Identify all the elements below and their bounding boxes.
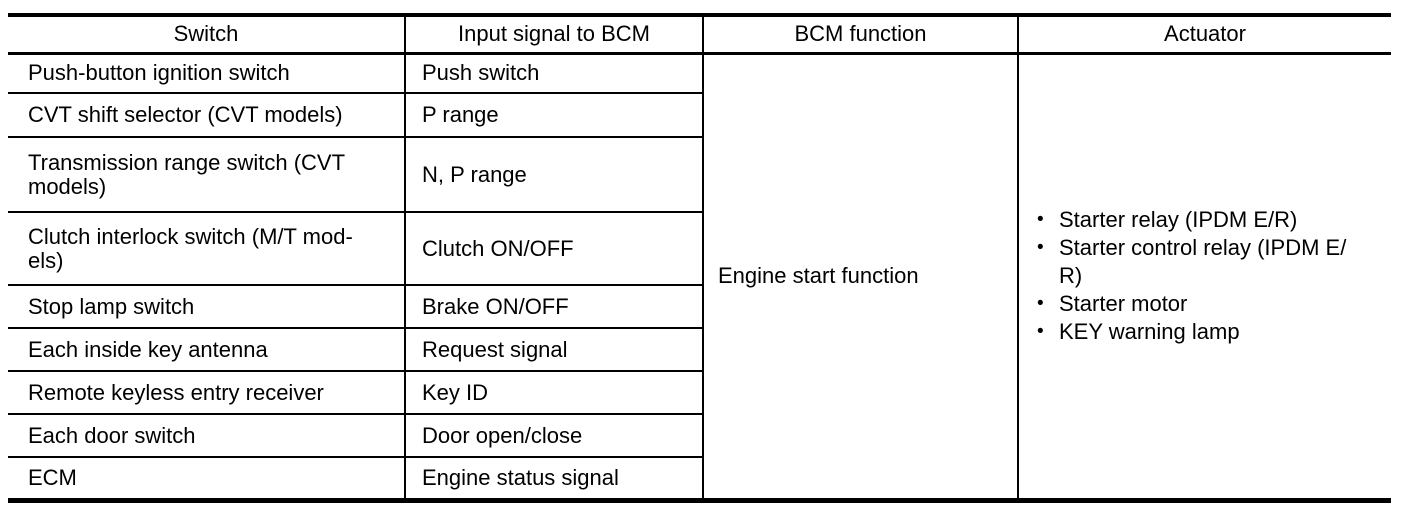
cell-input-signal: Key ID <box>405 371 704 415</box>
actuator-list-item: • Starter control relay (IPDM E/ R) <box>1037 234 1385 290</box>
table-row: ECM Engine status signal <box>8 457 1391 501</box>
cell-input-signal: Engine status signal <box>405 457 704 501</box>
actuator-item-label: Starter relay (IPDM E/R) <box>1059 207 1298 232</box>
table-row: Each inside key antenna Request signal <box>8 328 1391 372</box>
table-row: Remote keyless entry receiver Key ID <box>8 371 1391 415</box>
table-row: Transmission range switch (CVT models) N… <box>8 137 1391 213</box>
actuator-list-item: • Starter relay (IPDM E/R) <box>1037 206 1385 234</box>
cell-actuator: • Starter relay (IPDM E/R) • Starter con… <box>1018 53 1391 500</box>
cell-input-signal: N, P range <box>405 137 704 213</box>
cell-switch: CVT shift selector (CVT models) <box>8 93 406 138</box>
cell-input-signal: Request signal <box>405 328 704 372</box>
cell-switch: Push-button ignition switch <box>8 53 406 94</box>
cell-switch: ECM <box>8 457 406 501</box>
cell-input-signal: Clutch ON/OFF <box>405 212 704 286</box>
bullet-icon: • <box>1037 293 1044 314</box>
cell-switch: Remote keyless entry receiver <box>8 371 406 415</box>
actuator-list-item: • Starter motor <box>1037 290 1385 318</box>
cell-switch: Each door switch <box>8 414 406 458</box>
cell-input-signal: Door open/close <box>405 414 704 458</box>
cell-bcm-function: Engine start function <box>703 53 1019 500</box>
actuator-list-item: • KEY warning lamp <box>1037 318 1385 346</box>
actuator-item-label: KEY warning lamp <box>1059 319 1240 344</box>
actuator-item-label: Starter motor <box>1059 291 1188 316</box>
actuator-list: • Starter relay (IPDM E/R) • Starter con… <box>1037 206 1385 346</box>
column-header-actuator: Actuator <box>1018 15 1391 55</box>
table-row: CVT shift selector (CVT models) P range <box>8 93 1391 138</box>
cell-input-signal: Brake ON/OFF <box>405 285 704 329</box>
column-header-switch: Switch <box>8 15 406 55</box>
column-header-bcm-function: BCM function <box>703 15 1019 55</box>
column-header-input-signal: Input signal to BCM <box>405 15 704 55</box>
table-row: Clutch interlock switch (M/T mod- els) C… <box>8 212 1391 286</box>
bullet-icon: • <box>1037 209 1044 230</box>
table-row: Stop lamp switch Brake ON/OFF <box>8 285 1391 329</box>
table-row: Push-button ignition switch Push switch … <box>8 53 1391 500</box>
bcm-function-table: Switch Input signal to BCM BCM function … <box>8 13 1391 503</box>
cell-switch: Each inside key antenna <box>8 328 406 372</box>
header-row: Switch Input signal to BCM BCM function … <box>8 15 1391 55</box>
cell-switch: Clutch interlock switch (M/T mod- els) <box>8 212 406 286</box>
table-row: Each door switch Door open/close <box>8 414 1391 458</box>
actuator-item-label: Starter control relay (IPDM E/ R) <box>1059 235 1347 288</box>
bullet-icon: • <box>1037 321 1044 342</box>
bullet-icon: • <box>1037 237 1044 258</box>
cell-switch: Transmission range switch (CVT models) <box>8 137 406 213</box>
cell-input-signal: P range <box>405 93 704 138</box>
cell-switch: Stop lamp switch <box>8 285 406 329</box>
cell-input-signal: Push switch <box>405 53 704 94</box>
